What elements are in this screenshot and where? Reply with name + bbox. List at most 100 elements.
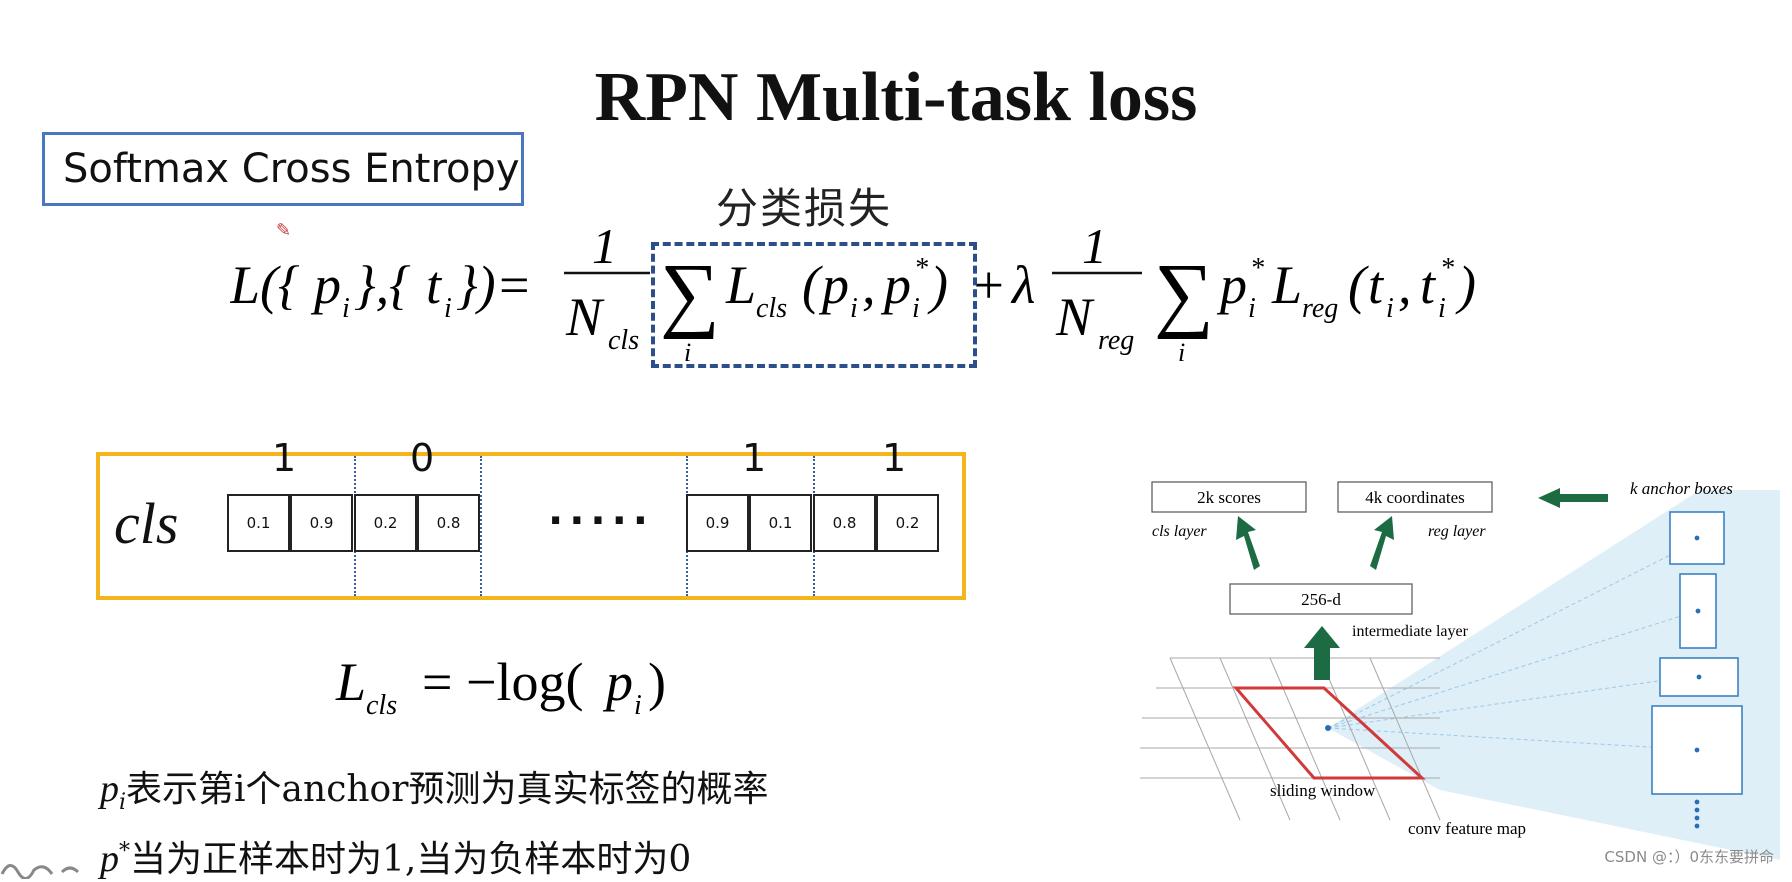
svg-text:L: L bbox=[1271, 255, 1302, 315]
pen-cursor-icon: ✎ bbox=[276, 220, 292, 241]
arrow-left-icon bbox=[1538, 488, 1608, 508]
svg-text:*: * bbox=[914, 253, 928, 284]
scribble-mark bbox=[0, 864, 80, 879]
ellipsis: ····· bbox=[548, 498, 654, 544]
divider-dotted bbox=[480, 456, 482, 596]
note-pstar-text: 当为正样本时为1,当为负样本时为0 bbox=[130, 839, 692, 880]
anchor-label-2: 0 bbox=[410, 436, 435, 480]
svg-text:*: * bbox=[1250, 253, 1264, 284]
svg-text:i: i bbox=[912, 293, 920, 324]
svg-text:∑: ∑ bbox=[1154, 247, 1214, 340]
watermark: CSDN @：）0东东要拼命 bbox=[1604, 848, 1774, 866]
svg-text:N: N bbox=[565, 287, 605, 347]
svg-text:p: p bbox=[602, 652, 633, 712]
svg-text:): ) bbox=[648, 652, 666, 712]
score-cell: 0.8 bbox=[417, 494, 480, 552]
svg-text:t: t bbox=[426, 255, 443, 315]
svg-text:*: * bbox=[1440, 253, 1454, 284]
cls-loss-formula: L cls = −log( p i ) bbox=[330, 642, 710, 732]
cls-row-label: cls bbox=[114, 491, 179, 556]
sliding-window bbox=[1232, 686, 1426, 780]
svg-text:p: p bbox=[880, 255, 911, 315]
rpn-architecture-diagram: 256-d intermediate layer 2k scores 4k co… bbox=[1140, 479, 1780, 860]
svg-text:reg: reg bbox=[1098, 325, 1134, 356]
svg-text:i: i bbox=[1386, 293, 1394, 324]
svg-text:p: p bbox=[1216, 255, 1247, 315]
svg-text:})=: })= bbox=[456, 255, 532, 315]
score-cell: 0.2 bbox=[876, 494, 939, 552]
softmax-label-box: Softmax Cross Entropy bbox=[42, 132, 524, 206]
svg-text:=: = bbox=[422, 652, 452, 712]
score-cell: 0.1 bbox=[749, 494, 812, 552]
svg-text:L: L bbox=[335, 652, 366, 712]
svg-text:},{: },{ bbox=[354, 255, 411, 315]
scores-label: 2k scores bbox=[1197, 488, 1261, 507]
note-pi-symbol: p bbox=[100, 768, 119, 810]
conv-feature-map-label: conv feature map bbox=[1408, 819, 1526, 838]
note-pstar: p*当为正样本时为1,当为负样本时为0 bbox=[100, 830, 691, 882]
svg-text:i: i bbox=[1248, 293, 1256, 324]
svg-text:i: i bbox=[444, 293, 452, 324]
slide-title: RPN Multi-task loss bbox=[594, 59, 1198, 136]
note-pstar-symbol: p bbox=[100, 838, 119, 880]
note-pi-sub: i bbox=[119, 790, 127, 816]
svg-text:reg: reg bbox=[1302, 293, 1338, 324]
intermediate-box-label: 256-d bbox=[1301, 590, 1341, 609]
svg-text:i: i bbox=[850, 293, 858, 324]
svg-text:i: i bbox=[342, 293, 350, 324]
svg-text:i: i bbox=[684, 338, 691, 367]
arrow-cls-icon bbox=[1236, 516, 1260, 570]
svg-text:∑: ∑ bbox=[660, 247, 720, 340]
classification-loss-label: 分类损失 bbox=[716, 184, 893, 233]
svg-text:(: ( bbox=[802, 255, 823, 315]
intermediate-layer-label: intermediate layer bbox=[1352, 623, 1469, 640]
scores-box bbox=[1151, 481, 1307, 513]
svg-text:t: t bbox=[1420, 255, 1437, 315]
anchor-label-3: 1 bbox=[742, 436, 767, 480]
anchor-boxes-label: k anchor boxes bbox=[1630, 479, 1733, 498]
reg-layer-label: reg layer bbox=[1428, 523, 1486, 540]
coordinates-box bbox=[1337, 481, 1493, 513]
anchor-label-4: 1 bbox=[882, 436, 907, 480]
note-pi: pi表示第i个anchor预测为真实标签的概率 bbox=[100, 760, 768, 815]
svg-text:L: L bbox=[725, 255, 756, 315]
note-pi-text: 表示第i个anchor预测为真实标签的概率 bbox=[126, 769, 769, 810]
score-cell: 0.2 bbox=[354, 494, 417, 552]
svg-text:): ) bbox=[1455, 255, 1476, 315]
cls-output-box bbox=[96, 452, 966, 600]
svg-text:N: N bbox=[1055, 287, 1095, 347]
svg-text:,: , bbox=[1398, 255, 1412, 315]
intermediate-box bbox=[1229, 583, 1413, 615]
classification-term-highlight bbox=[651, 242, 977, 368]
anchor-label-1: 1 bbox=[272, 436, 297, 480]
svg-text:i: i bbox=[1178, 338, 1185, 367]
svg-text:t: t bbox=[1368, 255, 1385, 315]
feature-map-grid bbox=[1140, 657, 1441, 821]
cls-layer-label: cls layer bbox=[1152, 523, 1207, 540]
svg-text:({: ({ bbox=[260, 255, 300, 315]
score-cell: 0.1 bbox=[227, 494, 290, 552]
coordinates-label: 4k coordinates bbox=[1365, 488, 1465, 507]
svg-text:i: i bbox=[1438, 293, 1446, 324]
score-cell: 0.8 bbox=[813, 494, 876, 552]
multi-task-loss-formula: L ({ p i },{ t i })= 1 N cls ∑ i L cls (… bbox=[229, 218, 1520, 385]
svg-text:1: 1 bbox=[1082, 225, 1107, 274]
sliding-window-label: sliding window bbox=[1270, 781, 1376, 800]
svg-text:p: p bbox=[310, 255, 341, 315]
score-cell: 0.9 bbox=[290, 494, 353, 552]
svg-text:1: 1 bbox=[592, 225, 617, 274]
svg-text:p: p bbox=[818, 255, 849, 315]
svg-text:(: ( bbox=[1348, 255, 1369, 315]
svg-text:cls: cls bbox=[608, 325, 639, 356]
svg-text:cls: cls bbox=[756, 293, 787, 324]
svg-text:λ: λ bbox=[1010, 255, 1035, 315]
score-cell: 0.9 bbox=[686, 494, 749, 552]
svg-text:): ) bbox=[927, 255, 948, 315]
svg-text:,: , bbox=[862, 255, 876, 315]
svg-text:cls: cls bbox=[366, 690, 397, 721]
svg-text:i: i bbox=[634, 690, 642, 721]
svg-text:−log(: −log( bbox=[466, 652, 583, 712]
svg-text:L: L bbox=[230, 255, 260, 315]
note-pstar-sup: * bbox=[119, 839, 130, 864]
arrow-reg-icon bbox=[1370, 516, 1394, 570]
